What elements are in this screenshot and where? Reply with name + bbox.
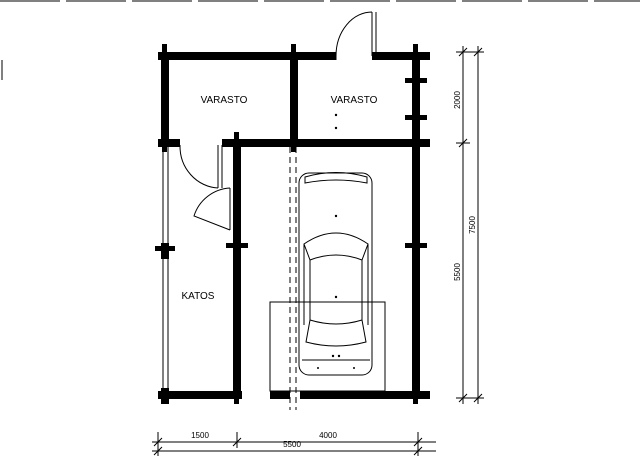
wall-middle-right	[222, 139, 430, 147]
dimension-label-bottom-total: 5500	[283, 440, 301, 449]
door-mid-left	[179, 144, 223, 189]
walls	[155, 44, 430, 404]
wall-bottom-left	[158, 391, 242, 399]
wall-inner-vertical	[233, 139, 241, 399]
wall-logend	[155, 246, 175, 251]
wall-bottom-far-right	[300, 391, 430, 399]
wall-logend	[405, 115, 427, 120]
wall-logend	[405, 243, 427, 248]
dimension-right	[456, 46, 484, 404]
wall-right-carport	[412, 139, 420, 399]
dimension-label-bottom-left: 1500	[191, 431, 209, 440]
dimension-label-right-top: 2000	[453, 91, 462, 109]
wall-bottom-right	[270, 391, 290, 399]
wall-logend	[413, 384, 418, 404]
room-label-storage-right: VARASTO	[331, 95, 378, 106]
wall-top-right	[372, 52, 430, 60]
wall-left-storage	[161, 52, 169, 147]
door-inner-corridor	[193, 187, 236, 231]
door-top-right	[335, 11, 377, 60]
dimension-label-bottom-right: 4000	[319, 431, 337, 440]
dimension-label-right-total: 7500	[468, 216, 477, 234]
wall-top	[158, 52, 336, 60]
wall-logend	[234, 384, 239, 404]
room-label-storage-left: VARASTO	[201, 95, 248, 106]
wall-logend	[405, 78, 427, 83]
wall-storage-divider	[290, 52, 298, 147]
dimension-label-right-bottom: 5500	[453, 263, 462, 281]
wall-right-storage	[412, 52, 420, 147]
wall-logend	[226, 243, 248, 248]
car-icon	[298, 113, 373, 376]
dimension-bottom	[152, 432, 436, 456]
room-label-carport: KATOS	[182, 291, 215, 302]
parking-outline	[269, 301, 386, 392]
